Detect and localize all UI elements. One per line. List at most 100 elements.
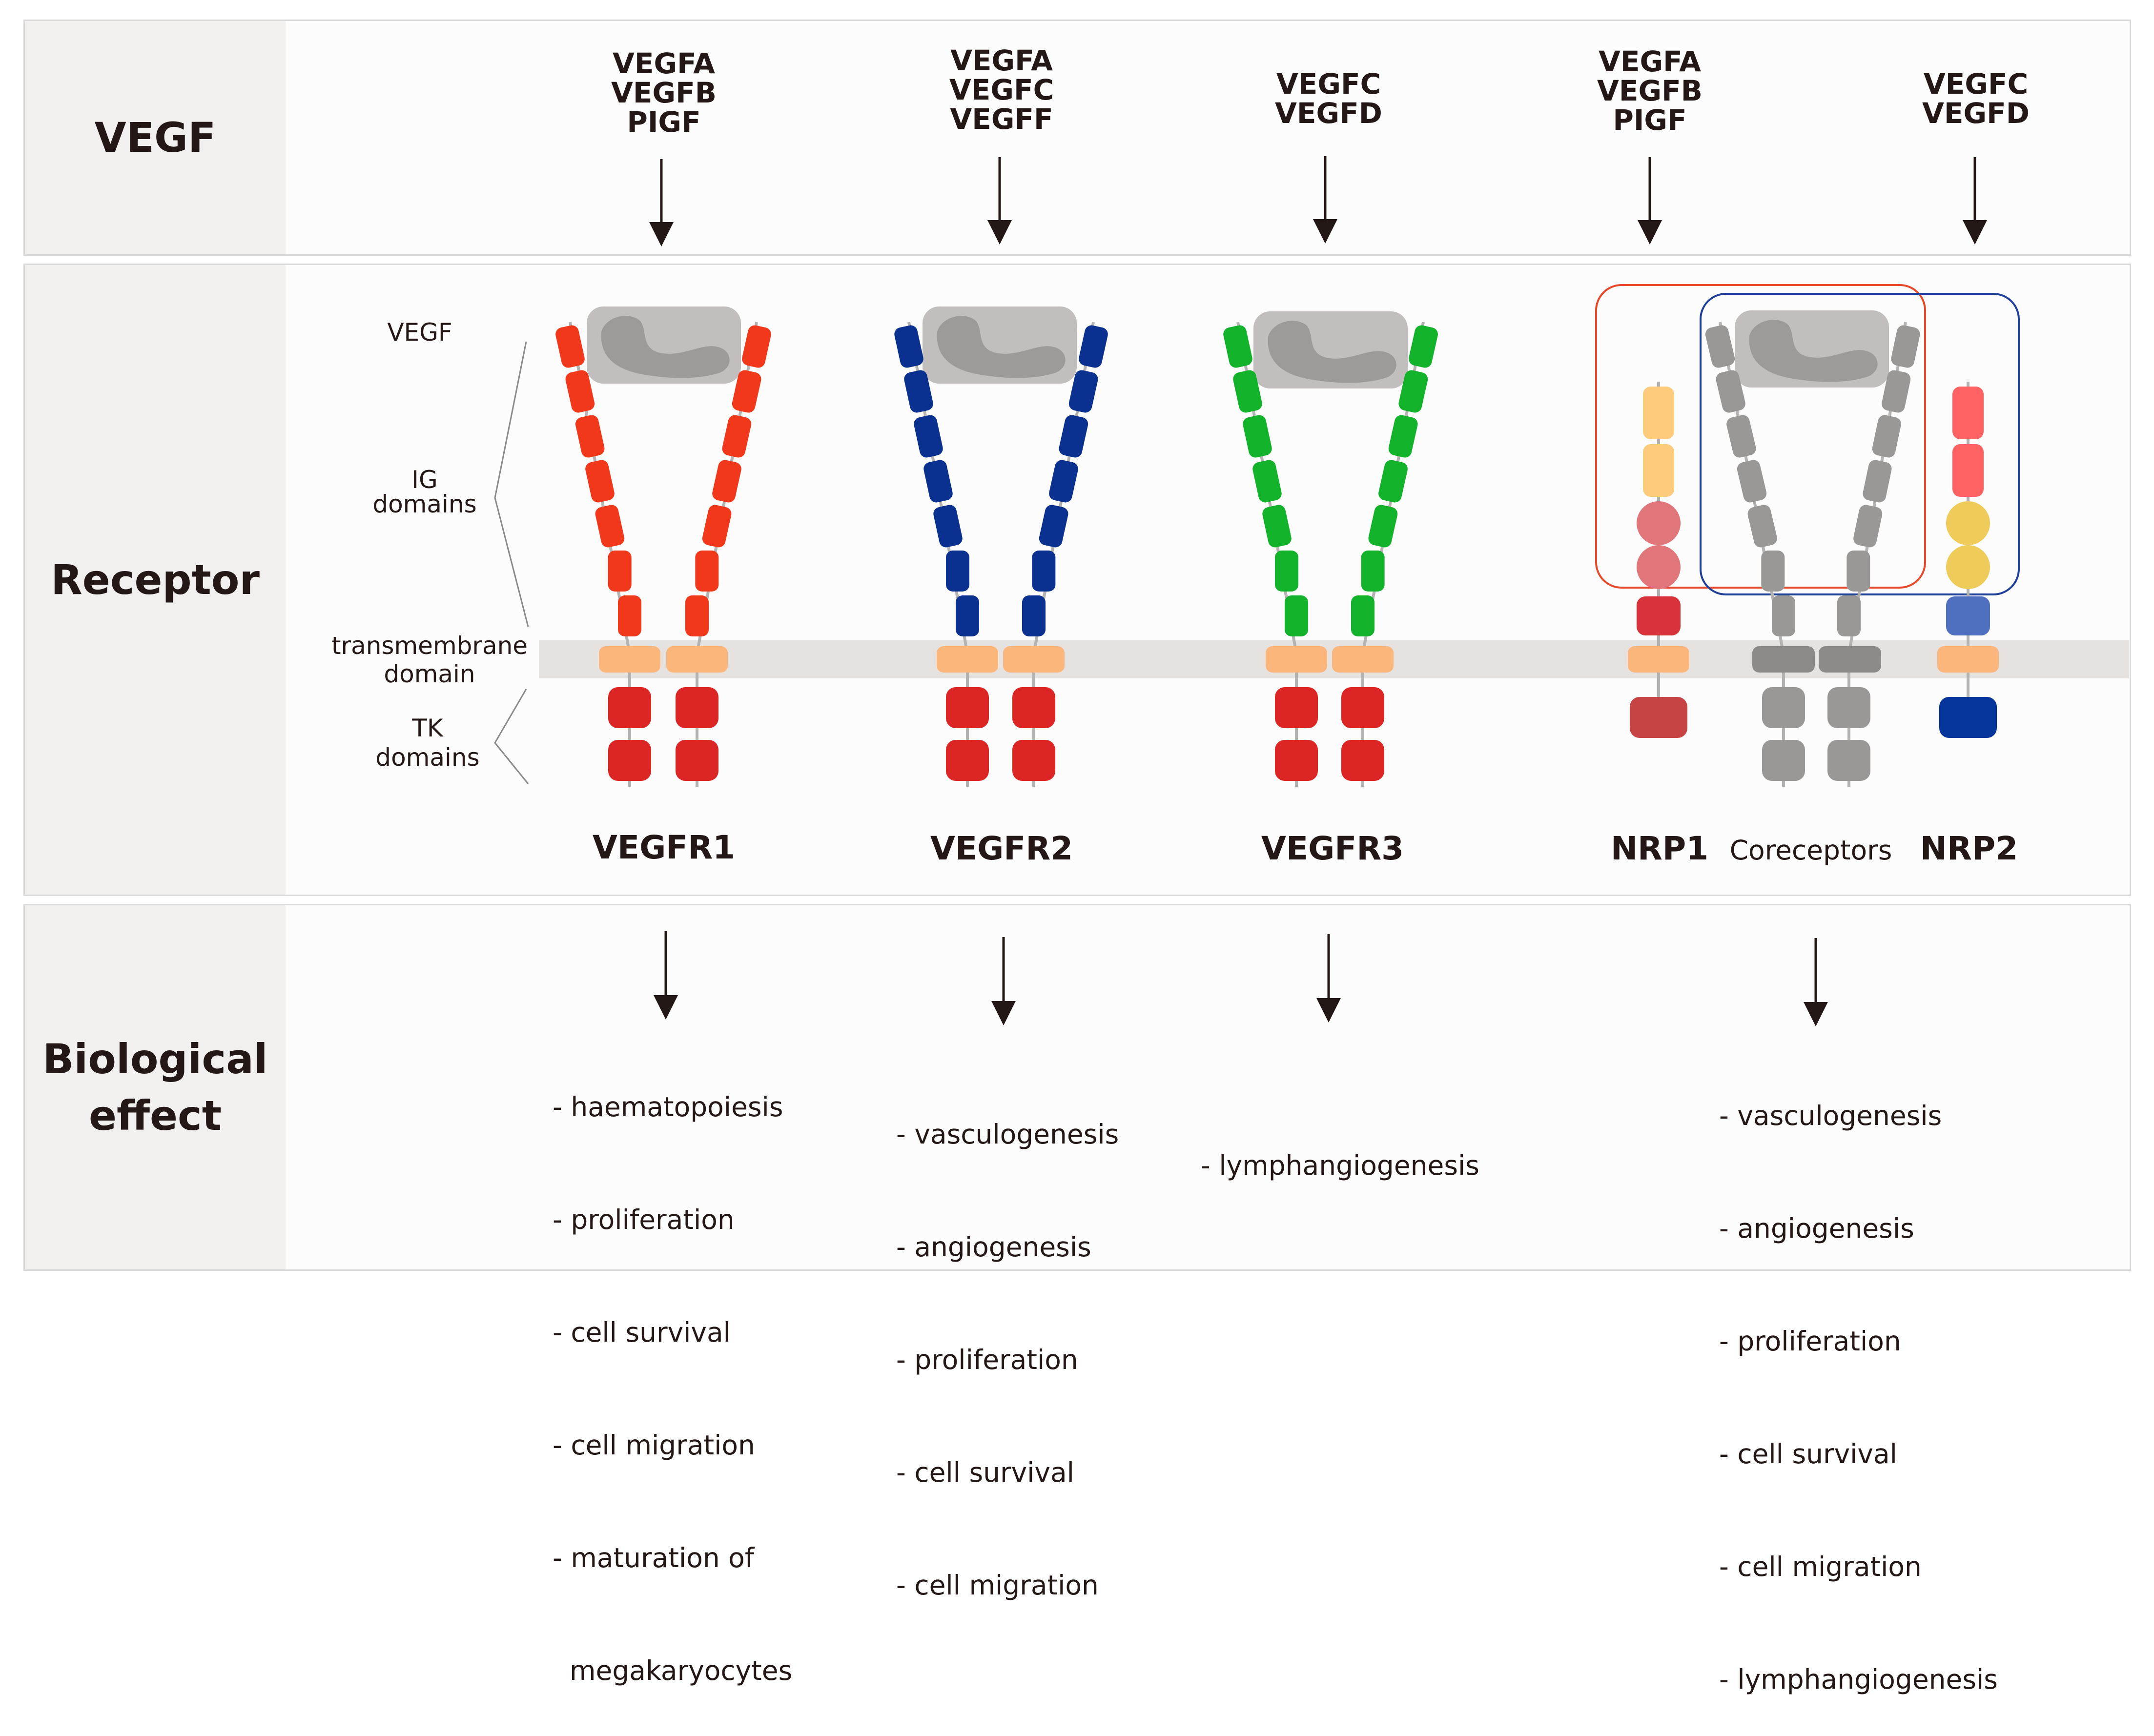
coreceptor-right-ig-domain — [1837, 595, 1861, 636]
nrp1-c-domain — [1637, 596, 1681, 635]
receptor-diagram — [494, 156, 2129, 1026]
effect-item: - cell survival — [1719, 1438, 1897, 1470]
vegfr1-left-ig-domain — [618, 595, 641, 636]
effect-item: - cell survival — [553, 1317, 731, 1348]
vegf-ligand-vegfr1 — [587, 306, 741, 384]
receptor-layer — [555, 322, 1999, 787]
effect-item: - angiogenesis — [896, 1231, 1091, 1263]
effect-item: - cell survival — [896, 1457, 1074, 1488]
vegfr1-right-ig-domain — [702, 505, 732, 548]
vegfr2-left-tk-domain — [946, 687, 989, 728]
vegfr1-right-tm-domain — [666, 646, 728, 673]
vegfr1-left-ig-domain — [595, 505, 625, 548]
ligand: VEGFD — [1922, 97, 2030, 130]
vegfr3-left-ig-domain — [1285, 595, 1308, 636]
nrp2-tm-domain — [1937, 646, 1999, 673]
receptor-name-vegfr1: VEGFR1 — [592, 829, 736, 866]
coreceptor-left-ig-domain — [1737, 460, 1767, 503]
ligand: VEGFC — [1923, 67, 2029, 101]
vegfr1-left-ig-domain — [575, 415, 605, 458]
vegfr2-left-ig-domain — [914, 415, 943, 458]
effect-item: - haematopoiesis — [553, 1091, 783, 1123]
vegf-row-label: VEGF — [94, 114, 216, 162]
vegfr2-right-ig-domain — [1059, 415, 1088, 458]
ligands-vegfr2: VEGFA VEGFC VEGFF — [904, 46, 1099, 134]
effects-vegfr1: - haematopoiesis - proliferation - cell … — [553, 1013, 792, 1727]
nrp1-cytoplasmic-domain — [1630, 697, 1687, 738]
tk-line1: TK — [412, 714, 443, 742]
ligand: PIGF — [627, 105, 701, 139]
vegfr2-right-ig-domain — [1039, 505, 1068, 548]
vegfr1-right-ig-domain — [712, 460, 741, 503]
vegfr1-right-ig-domain — [685, 595, 709, 636]
tk-line2: domains — [375, 743, 480, 772]
nrp2-b1-domain — [1946, 501, 1990, 545]
coreceptor-right-tm-domain — [1819, 646, 1881, 673]
vegfr2-left-ig-domain — [894, 325, 923, 368]
vegfr3-right-tk-domain — [1341, 740, 1384, 781]
coreceptor-left-ig-domain — [1761, 551, 1785, 592]
nrp2-c-domain — [1946, 596, 1990, 635]
coreceptor-left-ig-domain — [1705, 325, 1735, 368]
effect-item: - proliferation — [896, 1344, 1078, 1375]
coreceptor-left-tk-domain — [1762, 687, 1805, 728]
coreceptor-right-ig-domain — [1863, 460, 1892, 503]
vegfr1-right-tk-domain — [676, 740, 718, 781]
vegf-ligand-coreceptor — [1735, 310, 1889, 388]
vegf-row-header: VEGF — [25, 21, 286, 254]
receptor-name-vegfr2: VEGFR2 — [930, 830, 1073, 867]
vegfr3-left-tk-domain — [1275, 740, 1318, 781]
effect-item: - vasculogenesis — [896, 1119, 1119, 1150]
vegfr1-left-ig-domain — [565, 370, 595, 413]
effect-item: - proliferation — [1719, 1326, 1901, 1357]
vegfr3-right-tm-domain — [1332, 646, 1394, 673]
annotation-tk-domains: TK domains — [345, 714, 511, 772]
effect-item: - lymphangiogenesis — [1719, 1664, 1998, 1695]
ligand: VEGFB — [1597, 74, 1703, 107]
ligand: VEGFA — [613, 47, 715, 80]
vegfr1-right-ig-domain — [722, 415, 752, 458]
ligand: VEGFF — [950, 102, 1053, 136]
vegfr2-right-ig-domain — [1022, 595, 1046, 636]
receptor-row-header: Receptor — [25, 265, 286, 895]
coreceptor-left-ig-domain — [1716, 370, 1745, 413]
vegfr1-left-tk-domain — [608, 740, 651, 781]
vegfr3-left-ig-domain — [1275, 551, 1298, 592]
coreceptor-right-ig-domain — [1853, 505, 1883, 548]
effect-label-line1: Biological — [42, 1035, 268, 1083]
vegfr1-right-tk-domain — [676, 687, 718, 728]
vegfr3-left-tk-domain — [1275, 687, 1318, 728]
vegfr2-right-tk-domain — [1012, 687, 1055, 728]
vegfr3-left-ig-domain — [1262, 505, 1292, 548]
vegfr1-left-tm-domain — [599, 646, 660, 673]
vegfr1-right-ig-domain — [695, 551, 719, 592]
effect-row-header: Biological effect — [25, 905, 286, 1269]
effect-label-line2: effect — [89, 1092, 222, 1140]
tm-line1: transmembrane — [331, 632, 528, 660]
nrp1-box — [1595, 284, 1926, 589]
ligand: VEGFA — [1599, 45, 1701, 78]
effect-item: - vasculogenesis — [1719, 1100, 1942, 1131]
vegfr2-right-tm-domain — [1003, 646, 1065, 673]
vegfr3-left-tm-domain — [1266, 646, 1327, 673]
vegfr1-left-tk-domain — [608, 687, 651, 728]
effect-item: - cell migration — [1719, 1551, 1922, 1582]
coreceptor-right-tk-domain — [1827, 687, 1870, 728]
vegfr2-left-ig-domain — [956, 595, 979, 636]
vegfr3-right-ig-domain — [1378, 460, 1408, 503]
nrp1-b2-domain — [1637, 545, 1681, 589]
nrp1-a1-domain — [1643, 387, 1674, 439]
coreceptor-left-tk-domain — [1762, 740, 1805, 781]
effects-vegfr3: - lymphangiogenesis — [1201, 1072, 1479, 1222]
effect-item: - cell migration — [553, 1430, 755, 1461]
ligand: VEGFA — [950, 44, 1053, 77]
receptor-name-nrp1: NRP1 — [1610, 830, 1709, 867]
effect-item: - lymphangiogenesis — [1201, 1150, 1479, 1181]
ligands-nrp1: VEGFA VEGFB PIGF — [1552, 47, 1747, 135]
vegfr1-right-ig-domain — [732, 370, 761, 413]
vegfr1-left-ig-domain — [555, 325, 585, 368]
vegfr2-right-ig-domain — [1068, 370, 1098, 413]
effect-item: - proliferation — [553, 1204, 735, 1235]
effect-row-label: Biological effect — [42, 1031, 267, 1144]
ligands-vegfr3: VEGFC VEGFD — [1231, 69, 1426, 128]
